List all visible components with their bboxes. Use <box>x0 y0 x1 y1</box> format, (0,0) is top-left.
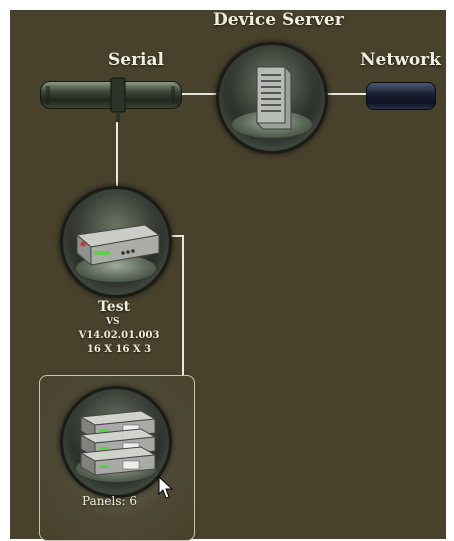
topology-canvas: Device Server Serial Network <box>10 10 446 541</box>
router-type: VS <box>106 317 120 327</box>
wire-server-to-network <box>326 93 368 95</box>
router-version: V14.02.01.003 <box>78 330 160 341</box>
wire-router-to-panels-top <box>170 235 184 237</box>
wire-serial-to-router <box>116 120 118 186</box>
server-tower-icon <box>256 66 292 130</box>
device-server-node[interactable] <box>216 42 328 154</box>
network-label: Network <box>360 50 441 70</box>
panels-group[interactable]: Panels: 6 <box>39 375 195 541</box>
router-name: Test <box>98 299 131 315</box>
serial-label: Serial <box>108 50 164 70</box>
router-node[interactable] <box>60 186 172 298</box>
mouse-pointer-icon <box>158 476 174 499</box>
panels-count-label: Panels: 6 <box>82 494 138 508</box>
panels-node[interactable] <box>60 386 172 498</box>
serial-cable-icon[interactable] <box>40 77 182 122</box>
wire-router-to-panels-vertical <box>182 235 184 430</box>
router-size: 16 X 16 X 3 <box>86 344 152 355</box>
router-frame-icon <box>75 224 161 267</box>
device-server-label: Device Server <box>213 10 344 30</box>
control-panels-icon <box>79 410 157 476</box>
wire-serial-to-server <box>180 93 220 95</box>
network-cable-icon[interactable] <box>366 82 436 110</box>
